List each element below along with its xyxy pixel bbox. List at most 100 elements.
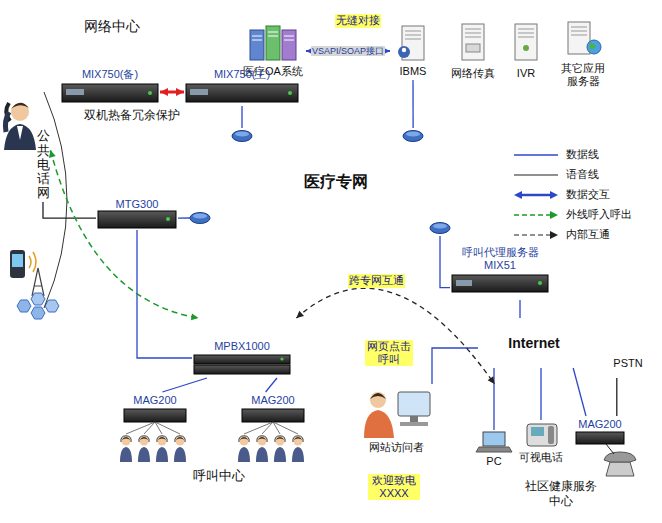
connector [616,378,617,416]
server-tower [568,22,601,54]
note-holder: 双机热备冗余保护 [84,108,180,122]
agent-wire [126,422,298,434]
connector [137,230,192,358]
public-phone-network: 公共电话网 [36,128,51,202]
web-visitor-figure [364,410,394,438]
mtg300-rack [98,211,176,228]
connector [540,368,541,420]
legend-samples [514,174,558,175]
caller-figure [4,124,36,150]
legend-label: 语音线 [566,168,599,181]
call-agent [256,436,268,462]
network-center-cloud-shape [63,0,649,127]
web-visitor-figure [370,393,386,399]
edge-label: VSAPI/SOAP接口 [311,46,385,57]
node-label: MAG200 [133,394,176,407]
node-label: PC [486,455,501,468]
starburst-callout-shape [331,259,418,302]
legend-samples [514,155,558,239]
call-agent [156,436,168,462]
laptop-icon [483,432,505,446]
legend-row: 内部互通 [566,228,610,241]
mag200-box [576,432,624,444]
video-phone-icon [531,427,544,436]
node-label: 网站访问者 [369,441,424,454]
agent-wire [262,422,273,434]
caller-figure [17,126,23,140]
connector [43,202,96,218]
mix750-rack [186,84,298,102]
node-label: 呼叫中心 [193,468,245,484]
call-center-zone: 呼叫中心MPBX1000MAG200MAG200 [90,318,348,498]
starburst-callout: 网页点击呼叫 [350,324,428,382]
node-label: 可视电话 [519,451,563,464]
mix750-rack [66,89,84,95]
web-visitor-figure [410,416,418,422]
call-agent [120,436,132,462]
legend-samples [514,191,522,199]
node-label: PSTN [613,357,642,370]
node-label: 其它应用服务器 [558,62,608,88]
connector [241,106,242,128]
video-phone-icon [548,426,554,444]
connector [440,236,450,288]
legend-row: 数据线 [566,148,599,161]
call-center-zone-shape [92,320,347,497]
connector [266,378,277,392]
fax-server: 网络传真 [444,20,502,82]
legend-row: 语音线 [566,168,599,181]
legend-samples [550,211,558,219]
server-tower [465,29,481,37]
node-label: 医疗专网 [304,172,368,191]
mag200-box [242,409,304,422]
oa-server-icon [266,26,280,60]
node-label: IBMS [400,65,427,78]
node-label: MPBX1000 [214,340,270,353]
router [433,224,447,229]
mag200-gateway: MAG200 [118,392,192,428]
mag200-gateway: MAG200 [572,416,628,448]
oa-server-icon [282,30,296,60]
community-health-zone: 社区健康服务中心 PC 可视电话 MAG200 [466,384,656,518]
web-visitor: 网站访问者 [356,384,436,456]
mpbx-rack [194,355,290,374]
connector [412,80,413,128]
mix51-rack [538,281,542,285]
starburst-callout-shape [353,461,432,512]
video-phone-icon [527,424,557,446]
mix750-rack [148,91,152,95]
agent-wire [244,422,273,434]
connector [519,300,520,318]
starburst-callout: 跨专网互通 [330,258,422,304]
agent-wire [155,422,180,434]
caller-figure [4,103,36,150]
node-label: MAG200 [578,418,621,431]
node-label: 社区健康服务中心 [523,479,599,508]
router [232,131,252,142]
cell-tower [32,268,44,296]
connector [573,368,586,416]
pstn-cloud-shape [605,351,652,378]
node-label: 跨专网互通 [348,274,405,287]
node-label: IVR [517,67,535,80]
node-label: 欢迎致电XXXX [368,474,420,500]
mix750-rack [288,91,292,95]
mag200-box [124,409,186,422]
connector [432,348,478,384]
mpbx-rack [280,357,283,360]
mpbx-rack [194,365,290,374]
node-label: Internet [508,335,559,352]
mix51-rack [456,280,472,286]
call-proxy-server: 呼叫代理服务器MIX51 [450,244,550,300]
arrow-head [49,150,56,158]
oa-server-icon [250,26,296,60]
legend-row: 数据交互 [566,188,610,201]
router [430,223,450,234]
community-health-zone-shape [468,386,655,517]
mpbx-device: MPBX1000 [192,338,292,378]
laptop-icon [476,432,512,452]
mpbx-rack [194,355,290,364]
router [430,223,450,234]
legend-row: 外线呼入呼出 [566,208,632,221]
legend-samples [514,154,558,156]
